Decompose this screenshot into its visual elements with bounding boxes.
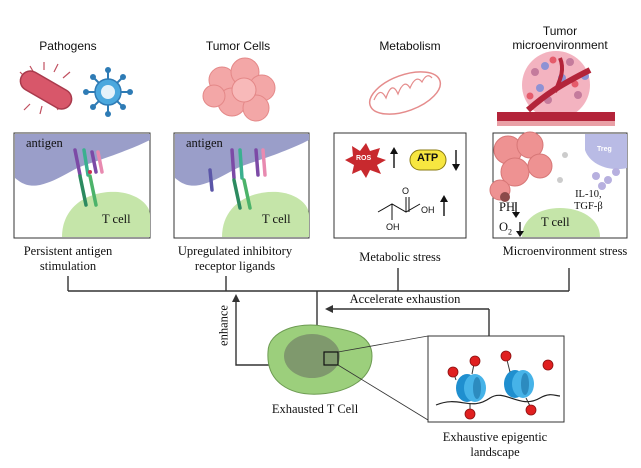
atp-label: ATP (417, 152, 439, 164)
title-tumor-microenvironment: Tumor microenvironment (495, 24, 625, 52)
nucleosome-icon (456, 374, 486, 402)
o2-label: O2 (499, 220, 512, 237)
caption3-line1: Metabolic stress (359, 250, 441, 264)
caption2-line1: Upregulated inhibitory (177, 244, 293, 258)
title-tumor-line1: Tumor (542, 24, 578, 38)
connector-lines (67, 268, 570, 366)
panel-metabolism (333, 132, 467, 239)
ph-label: PH (499, 200, 515, 214)
panel4-tcell-label: T cell (541, 215, 570, 229)
caption1-line2: stimulation (39, 259, 97, 273)
mitochondrion-icon (368, 71, 442, 115)
epigenetic-panel (427, 335, 565, 423)
title-metabolism: Metabolism (379, 39, 441, 53)
epigenetic-line1: Exhaustive epigentic (442, 430, 548, 444)
caption-microenvironment-stress: Microenvironment stress (490, 244, 640, 259)
panel1-antigen-label: antigen (26, 136, 63, 150)
title-tumor-line2: microenvironment (512, 38, 608, 52)
caption-metabolic-stress: Metabolic stress (340, 250, 460, 265)
cytokine-line1: IL-10, (575, 189, 602, 200)
tumor-cells-icon (202, 57, 276, 122)
virus-icon (83, 67, 133, 117)
tumor-microenvironment-icon (497, 51, 615, 126)
title-pathogens: Pathogens (39, 39, 97, 53)
caption-upregulated-ligands: Upregulated inhibitory receptor ligands (170, 244, 300, 274)
nucleosome-icon (504, 370, 534, 398)
panel1-tcell-label: T cell (102, 212, 131, 226)
accelerate-arrowhead (325, 305, 333, 313)
accelerate-exhaustion-label: Accelerate exhaustion (349, 292, 461, 306)
ros-burst-icon (345, 143, 386, 178)
panel2-tcell-label: T cell (262, 212, 291, 226)
caption4-line1: Microenvironment stress (502, 244, 628, 258)
epigenetic-line2: landscape (470, 445, 520, 459)
epigenetic-landscape-label: Exhaustive epigentic landscape (425, 430, 565, 460)
title-tumor-cells: Tumor Cells (205, 39, 271, 53)
lactate-oh-label: OH (421, 205, 435, 215)
cytokines-label: IL-10, TGF-β (574, 189, 603, 213)
caption1-line1: Persistent antigen (23, 244, 113, 258)
ros-label: ROS (356, 155, 372, 162)
panel2-antigen-label: antigen (186, 136, 223, 150)
exhausted-t-cell-icon (267, 324, 429, 421)
panel-microenvironment (489, 131, 628, 239)
caption-persistent-antigen: Persistent antigen stimulation (4, 244, 132, 274)
lactate-oh2-label: OH (386, 222, 400, 232)
lactate-o-label: O (402, 186, 410, 196)
panel-pathogens (13, 132, 151, 239)
cytokine-line2: TGF-β (574, 201, 603, 212)
treg-cell-icon (585, 134, 627, 170)
treg-label: Treg (597, 146, 612, 153)
panel-tumor-cells (173, 132, 310, 239)
exhausted-t-cell-label: Exhausted T Cell (271, 402, 359, 416)
methylation-mark-icon (447, 350, 554, 420)
enhance-label: enhance (216, 305, 231, 346)
enhance-arrowhead (232, 294, 240, 302)
bacterium-icon (19, 62, 73, 115)
o2-subscript: 2 (508, 227, 513, 237)
o2-text: O (499, 220, 509, 234)
caption2-line2: receptor ligands (194, 259, 276, 273)
lactate-structure-icon (377, 197, 421, 220)
